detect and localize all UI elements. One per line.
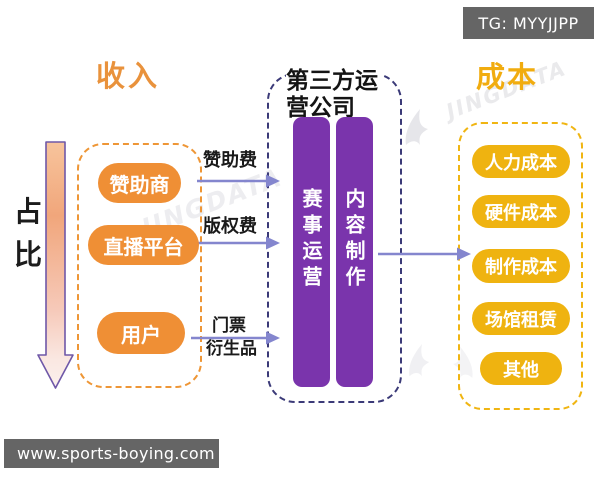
event-operation-column: 赛事运营 <box>293 117 330 387</box>
ticket-label: 门票 <box>212 316 246 336</box>
cost-title: 成本 <box>476 60 539 94</box>
cost-group-box <box>458 122 583 410</box>
derivatives-label: 衍生品 <box>206 339 257 359</box>
website-url-bar: www.sports-boying.com <box>4 439 219 468</box>
venue-rental-node: 场馆租赁 <box>472 302 570 335</box>
proportion-axis-label: 占比 <box>13 195 42 271</box>
other-cost-node: 其他 <box>480 352 562 385</box>
income-group-box <box>77 143 202 388</box>
production-cost-node: 制作成本 <box>472 249 570 283</box>
income-title: 收入 <box>96 59 161 93</box>
sponsor-fee-label: 赞助费 <box>203 150 257 171</box>
content-production-label: 内容制作 <box>342 188 366 292</box>
labor-cost-node: 人力成本 <box>472 145 570 178</box>
copyright-fee-label: 版权费 <box>203 216 257 237</box>
hardware-cost-node: 硬件成本 <box>472 195 570 228</box>
streaming-platform-node: 直播平台 <box>88 225 199 265</box>
content-production-column: 内容制作 <box>336 117 373 387</box>
user-node: 用户 <box>97 312 185 354</box>
sponsor-node: 赞助商 <box>98 163 181 203</box>
tg-badge: TG: MYYJJPP <box>463 7 594 39</box>
event-operation-label: 赛事运营 <box>299 188 323 292</box>
operator-title: 第三方运营公司 <box>286 67 383 123</box>
proportion-down-arrow <box>37 141 74 389</box>
